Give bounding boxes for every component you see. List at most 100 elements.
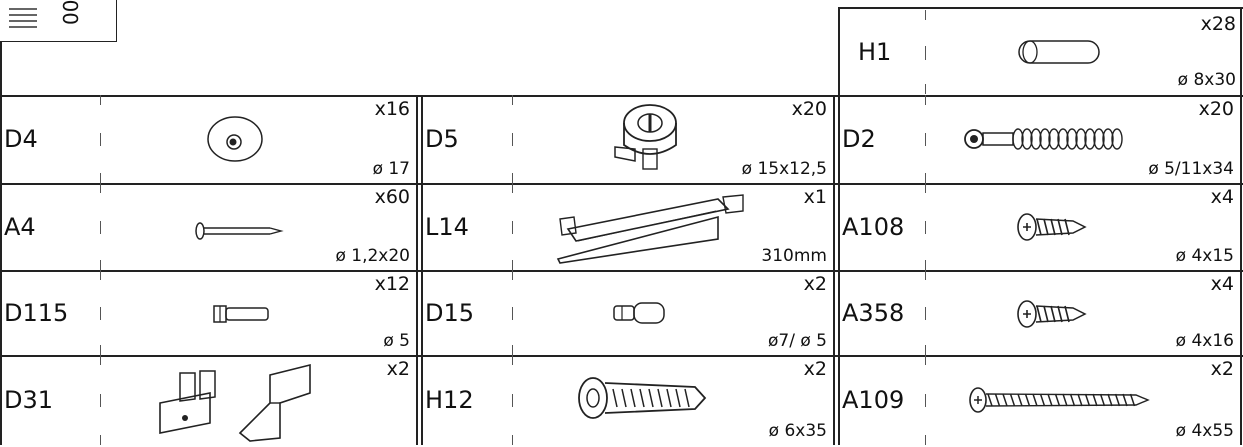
part-qty: x12 — [374, 273, 410, 295]
row-line-1 — [0, 183, 1243, 185]
col-sep-1b — [421, 95, 423, 445]
divider-tick — [100, 183, 101, 193]
divider-tick — [925, 84, 926, 94]
divider-tick — [925, 173, 926, 183]
divider-tick — [512, 435, 513, 445]
cam-bolt-icon — [962, 119, 1132, 163]
col-sep-2b — [838, 95, 840, 445]
divider-tick — [925, 46, 926, 60]
divider-tick — [925, 306, 926, 320]
divider-tick — [925, 355, 926, 365]
doc-code: 00 — [59, 0, 83, 25]
part-dimension: 310mm — [761, 246, 827, 266]
drawer-runner-icon — [548, 189, 748, 269]
divider-tick — [100, 173, 101, 183]
divider-tick — [100, 270, 101, 280]
cap-icon — [195, 109, 275, 173]
divider-tick — [512, 355, 513, 365]
part-code: H1 — [858, 38, 892, 66]
top-box-left-border — [838, 7, 840, 95]
divider-tick — [512, 270, 513, 280]
part-qty: x1 — [803, 186, 827, 208]
divider-tick — [100, 260, 101, 270]
part-dimension: ø 4x16 — [1175, 331, 1234, 351]
col-sep-1a — [416, 95, 418, 445]
part-dimension: ø 4x15 — [1175, 246, 1234, 266]
part-dimension: ø 5/11x34 — [1148, 159, 1234, 179]
part-code: A109 — [842, 386, 905, 414]
part-qty: x20 — [1198, 98, 1234, 120]
divider-tick — [512, 173, 513, 183]
divider-tick — [925, 133, 926, 146]
divider-tick — [100, 95, 101, 105]
part-qty: x2 — [803, 358, 827, 380]
divider-tick — [100, 394, 101, 407]
right-border — [1240, 7, 1242, 445]
document-icon-box: 00 — [0, 0, 117, 42]
hanging-bracket-icon — [140, 363, 330, 447]
part-qty: x2 — [803, 273, 827, 295]
part-code: D2 — [842, 125, 876, 153]
divider-tick — [925, 394, 926, 407]
divider-tick — [925, 270, 926, 280]
divider-tick — [512, 306, 513, 320]
shelf-support-icon — [612, 300, 672, 332]
divider-tick — [512, 183, 513, 193]
left-border — [0, 42, 2, 445]
divider-tick — [925, 435, 926, 445]
col-sep-2a — [833, 95, 835, 445]
screw-icon — [1015, 296, 1095, 336]
part-qty: x2 — [386, 358, 410, 380]
part-dimension: ø 6x35 — [768, 421, 827, 441]
part-qty: x2 — [1210, 358, 1234, 380]
divider-tick — [512, 220, 513, 234]
part-qty: x4 — [1210, 186, 1234, 208]
divider-tick — [925, 95, 926, 105]
part-qty: x20 — [791, 98, 827, 120]
part-code: A358 — [842, 298, 905, 327]
part-qty: x28 — [1200, 13, 1236, 35]
part-code: H12 — [425, 386, 474, 414]
wall-plug-icon — [575, 375, 715, 425]
divider-tick — [512, 394, 513, 407]
nail-icon — [195, 221, 285, 245]
part-dimension: ø 8x30 — [1177, 70, 1236, 90]
divider-tick — [100, 306, 101, 320]
divider-tick — [100, 133, 101, 146]
screw-icon — [1015, 209, 1095, 249]
row-line-0 — [0, 95, 1243, 97]
divider-tick — [512, 260, 513, 270]
divider-tick — [100, 220, 101, 234]
dowel-icon — [1018, 40, 1100, 64]
part-code: A108 — [842, 212, 905, 241]
cam-lock-icon — [605, 99, 695, 179]
part-qty: x4 — [1210, 273, 1234, 295]
long-screw-icon — [968, 385, 1158, 419]
part-code: A4 — [4, 212, 36, 241]
part-qty: x16 — [374, 98, 410, 120]
list-icon — [9, 8, 37, 28]
part-code: D31 — [4, 386, 54, 414]
divider-tick — [100, 435, 101, 445]
divider-tick — [512, 95, 513, 105]
part-dimension: ø 1,2x20 — [335, 246, 410, 266]
divider-tick — [100, 345, 101, 355]
row-line-3 — [0, 355, 1243, 357]
part-code: D4 — [4, 125, 38, 153]
part-code: D115 — [4, 298, 69, 327]
part-code: L14 — [425, 212, 469, 241]
part-dimension: ø 17 — [372, 159, 410, 179]
divider-tick — [100, 355, 101, 365]
divider-tick — [512, 345, 513, 355]
divider-tick — [512, 133, 513, 146]
divider-tick — [925, 183, 926, 193]
part-code: D5 — [425, 125, 459, 153]
divider-tick — [925, 220, 926, 234]
divider-tick — [925, 10, 926, 20]
part-dimension: ø 4x55 — [1175, 421, 1234, 441]
part-qty: x60 — [374, 186, 410, 208]
part-dimension: ø 15x12,5 — [741, 159, 827, 179]
row-line-2 — [0, 270, 1243, 272]
part-dimension: ø7/ ø 5 — [768, 331, 827, 351]
divider-tick — [925, 345, 926, 355]
